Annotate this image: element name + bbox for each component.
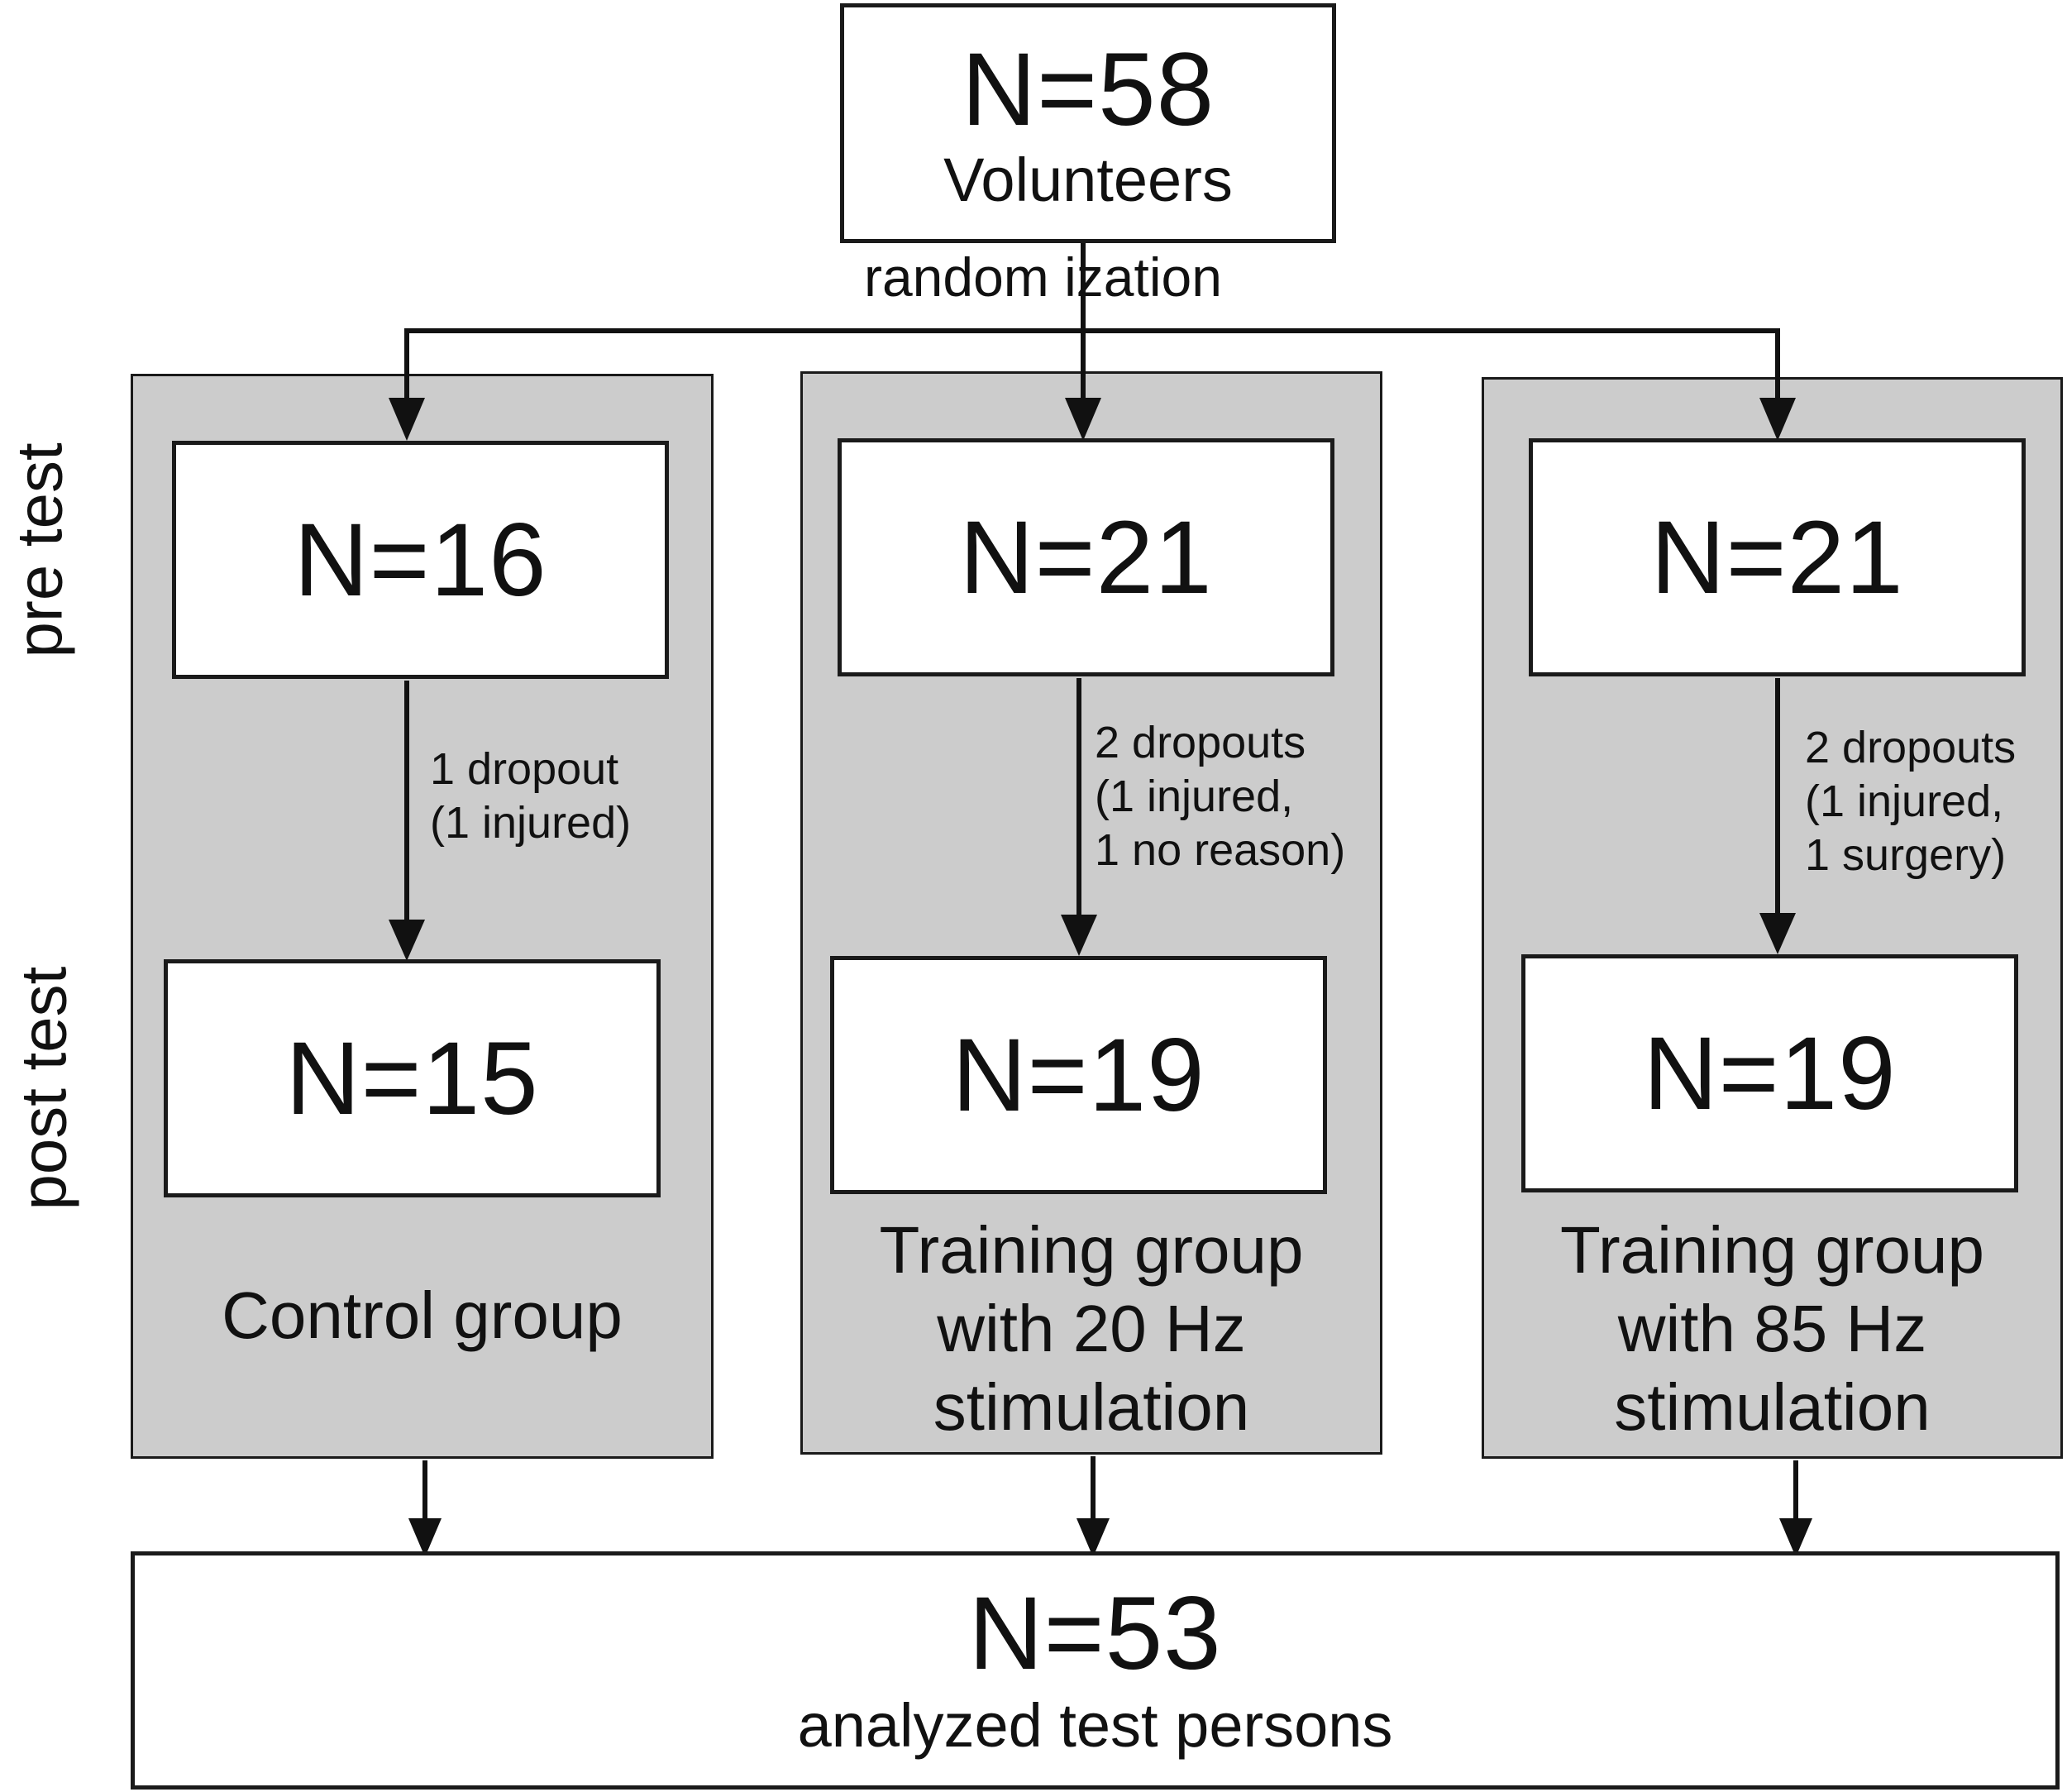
- arrowhead-85hz-post: [1759, 913, 1796, 954]
- volunteers-count: N=58: [961, 31, 1215, 147]
- arrowhead-20hz-post: [1061, 915, 1097, 956]
- pre-test-label: pre test: [2, 442, 76, 658]
- arrowhead-control-bottom: [408, 1518, 442, 1557]
- arrowhead-control-post: [389, 920, 425, 961]
- training-85hz-post-count: N=19: [1643, 1015, 1897, 1131]
- post-test-label: post test: [7, 966, 80, 1211]
- training-85hz-pre-count: N=21: [1650, 499, 1904, 615]
- control-dropout-note: 1 dropout (1 injured): [430, 744, 632, 848]
- arrowhead-control: [389, 398, 425, 441]
- arrowhead-20hz: [1065, 398, 1101, 441]
- training-20hz-post-box: N=19: [830, 956, 1327, 1194]
- analyzed-box: N=53 analyzed test persons: [131, 1551, 2060, 1790]
- arrowhead-85hz-bottom: [1779, 1518, 1812, 1557]
- training-85hz-post-box: N=19: [1521, 954, 2018, 1192]
- control-post-count: N=15: [285, 1020, 539, 1136]
- analyzed-label: analyzed test persons: [797, 1690, 1393, 1760]
- control-pre-count: N=16: [294, 502, 547, 618]
- training-20hz-post-count: N=19: [952, 1017, 1205, 1133]
- training-20hz-label: Training group with 20 Hz stimulation: [879, 1213, 1304, 1445]
- volunteers-box: N=58 Volunteers: [840, 3, 1336, 243]
- training-85hz-label: Training group with 85 Hz stimulation: [1560, 1213, 1984, 1445]
- volunteers-label: Volunteers: [943, 145, 1233, 214]
- randomization-label: random ization: [864, 246, 1222, 308]
- analyzed-count: N=53: [968, 1575, 1222, 1691]
- training-20hz-dropout-note: 2 dropouts (1 injured, 1 no reason): [1095, 718, 1346, 875]
- control-pre-box: N=16: [172, 441, 669, 679]
- training-20hz-pre-count: N=21: [959, 499, 1213, 615]
- training-85hz-pre-box: N=21: [1529, 438, 2026, 676]
- training-85hz-dropout-note: 2 dropouts (1 injured, 1 surgery): [1805, 723, 2017, 880]
- training-20hz-pre-box: N=21: [838, 438, 1334, 676]
- control-group-label: Control group: [222, 1278, 623, 1352]
- arrowhead-85hz: [1759, 398, 1796, 441]
- control-post-box: N=15: [164, 959, 661, 1197]
- arrowhead-20hz-bottom: [1076, 1518, 1110, 1557]
